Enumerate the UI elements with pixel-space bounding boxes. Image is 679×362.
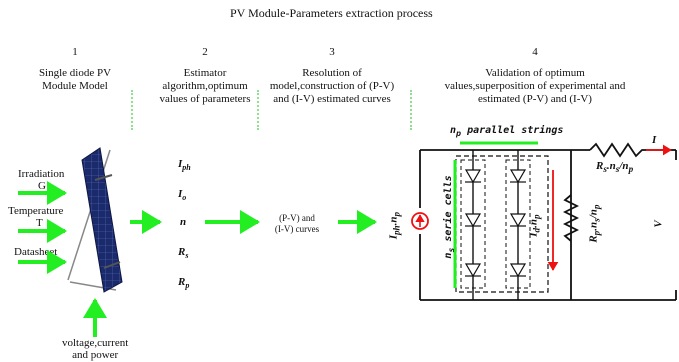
step-1-header: 1 Single diode PV Module Model <box>30 46 120 93</box>
separator <box>410 90 412 130</box>
step-text: model,construction of (P-V) <box>269 80 395 92</box>
step-2-header: 2 Estimator algorithm,optimum values of … <box>150 46 260 106</box>
param-n: n <box>180 216 187 228</box>
datasheet-label: Datasheet <box>14 246 58 258</box>
page-title: PV Module-Parameters extraction process <box>230 6 433 20</box>
step-number: 1 <box>72 46 78 58</box>
step-text: algorithm,optimum <box>162 80 248 92</box>
output-voltage-label: V <box>652 220 665 228</box>
separator <box>257 90 259 130</box>
step-text: Validation of optimum <box>485 67 585 79</box>
step-text: values,superposition of experimental and <box>444 80 626 92</box>
step-number: 3 <box>329 46 335 58</box>
temperature-label: Temperature T <box>8 205 64 229</box>
separator <box>131 90 133 130</box>
param-io: Io <box>178 188 187 203</box>
step-text: estimated (P-V) and (I-V) <box>478 93 592 105</box>
param-iph: Iph <box>178 158 191 173</box>
step-text: Resolution of <box>302 67 362 79</box>
step-3-header: 3 Resolution of model,construction of (P… <box>262 46 402 106</box>
output-current-label: I <box>652 134 657 146</box>
series-resistor-label: Rs.ns/np <box>596 160 634 175</box>
curves-label: (P-V) and (I-V) curves <box>274 213 320 234</box>
step-text: values of parameters <box>159 93 251 105</box>
param-rp: Rp <box>178 276 190 291</box>
current-source-icon <box>411 208 429 234</box>
irradiation-label: Irradiation G <box>18 168 65 192</box>
step-number: 4 <box>532 46 538 58</box>
param-rs: Rs <box>178 246 189 261</box>
source-current-label: Iph.np <box>387 211 402 240</box>
diode-current-label: Id.np <box>527 214 542 237</box>
series-cells-label: ns serie cells <box>443 175 456 259</box>
parallel-strings-label: np parallel strings <box>450 125 564 138</box>
step-text: Module Model <box>42 80 108 92</box>
step-text: and (I-V) estimated curves <box>273 93 391 105</box>
step-4-header: 4 Validation of optimum values,superposi… <box>420 46 650 106</box>
diode-icon <box>464 169 527 278</box>
parallel-resistor-label: Rp.ns/np <box>587 204 602 243</box>
step-text: Single diode PV <box>38 67 112 79</box>
bottom-input-label: voltage,current and power <box>62 337 129 361</box>
pv-panel-image <box>67 147 123 293</box>
step-number: 2 <box>202 46 208 58</box>
step-text: Estimator <box>183 67 227 79</box>
